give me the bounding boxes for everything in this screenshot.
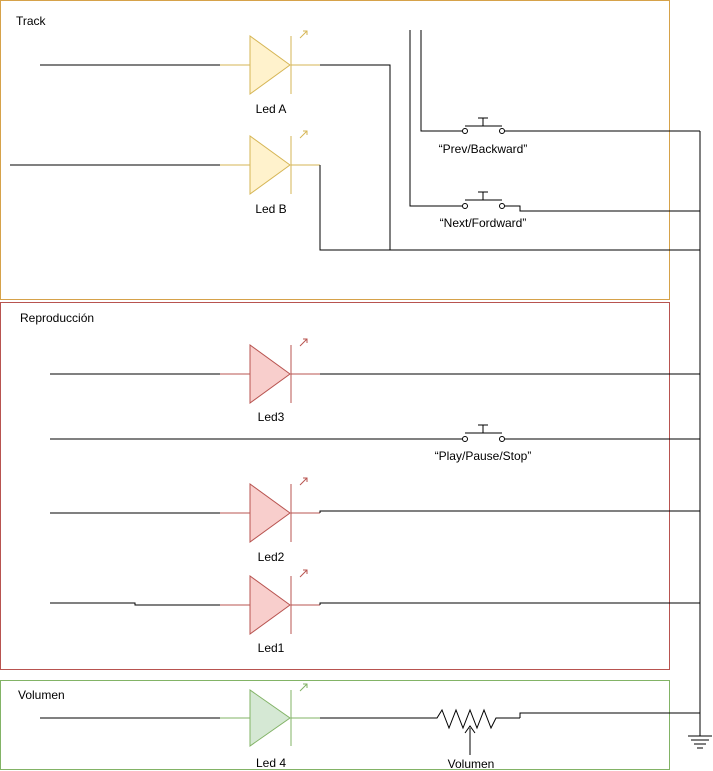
ground-symbol-icon (688, 735, 712, 749)
led-b-label: Led B (255, 202, 286, 216)
potentiometer-label: Volumen (448, 757, 495, 771)
group-reproducion (0, 302, 670, 670)
play-pause-stop-button: “Play/Pause/Stop” (435, 424, 532, 463)
next-fordward-label: “Next/Fordward” (440, 216, 527, 230)
play-pause-stop-label: “Play/Pause/Stop” (435, 449, 532, 463)
led-b: Led B (10, 130, 320, 216)
led-3-label: Led3 (258, 410, 285, 424)
led-4-label: Led 4 (256, 756, 286, 770)
next-fordward-button: “Next/Fordward” (440, 191, 527, 230)
led-diode-icon (249, 135, 291, 195)
prev-backward-label: “Prev/Backward” (439, 142, 528, 156)
led-2: Led2 (50, 477, 320, 564)
led-2-label: Led2 (258, 550, 285, 564)
group-track-title: Track (16, 14, 47, 28)
led-a: Led A (40, 30, 320, 116)
push-button-switch-icon (462, 128, 468, 134)
group-volumen (0, 680, 670, 770)
group-reproducion-title: Reproducción (20, 311, 94, 325)
group-volumen-title: Volumen (18, 688, 65, 702)
push-button-switch-icon (462, 436, 468, 442)
led-a-label: Led A (256, 102, 287, 116)
potentiometer-icon (420, 708, 520, 730)
led-1: Led1 (50, 569, 320, 655)
led-4: Led 4 (40, 683, 320, 770)
led-diode-icon (249, 483, 291, 543)
prev-backward-button: “Prev/Backward” (439, 117, 528, 156)
potentiometer-volumen: Volumen (420, 708, 520, 771)
led-diode-icon (249, 344, 291, 404)
group-track (0, 0, 670, 300)
push-button-switch-icon (462, 203, 468, 209)
led-1-label: Led1 (258, 641, 285, 655)
led-3: Led3 (50, 338, 320, 424)
led-diode-icon (249, 689, 291, 747)
led-diode-icon (249, 575, 291, 635)
led-diode-icon (249, 35, 291, 95)
